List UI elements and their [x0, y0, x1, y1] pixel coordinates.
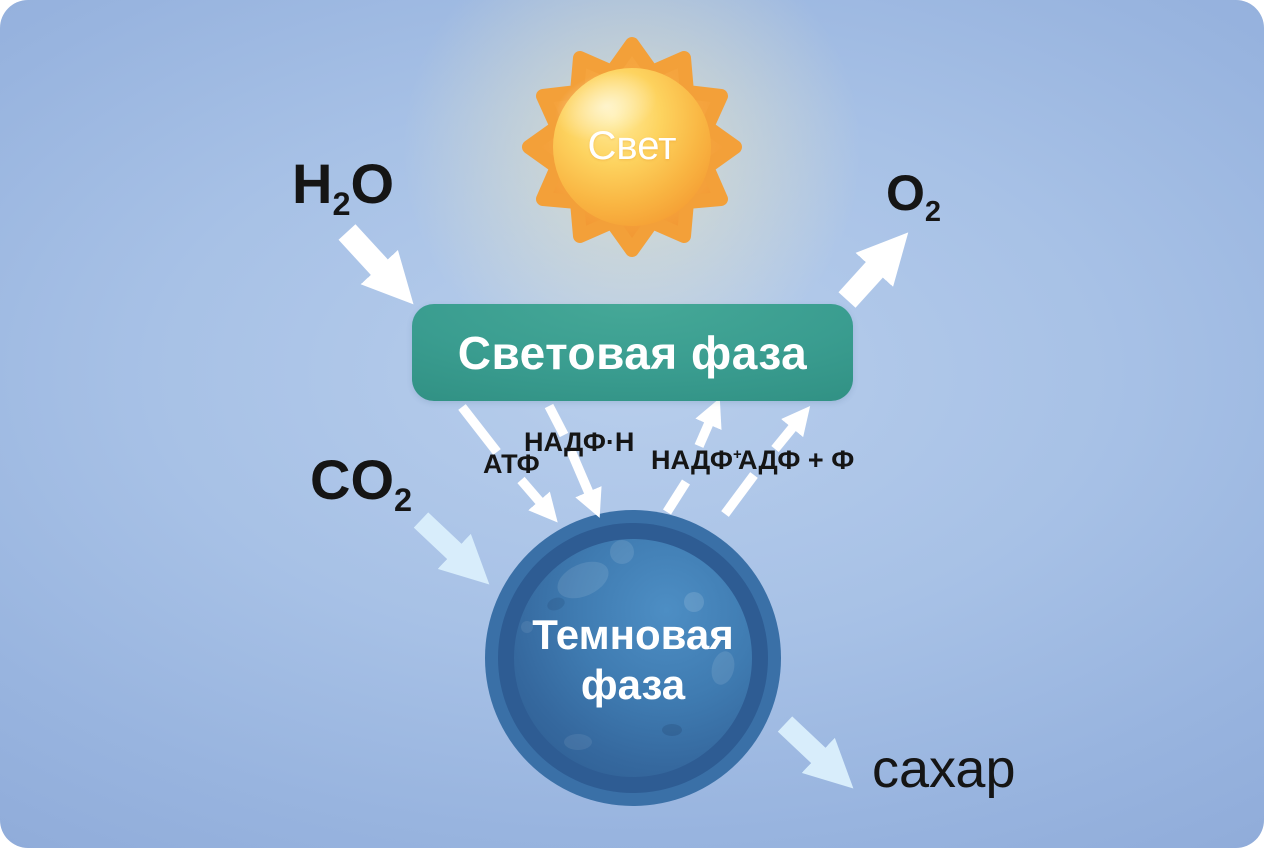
- h2o-subscript: 2: [332, 186, 351, 223]
- arrow-nadf-plus-segment-2: [694, 398, 722, 448]
- light-phase-box: Световая фаза: [412, 304, 853, 401]
- exchange-arrows: [458, 398, 811, 523]
- dark-phase-label-line1: Темновая: [532, 611, 734, 658]
- arrow-light-phase-to-o2: [838, 232, 909, 308]
- arrow-adf-f-segment-2: [771, 406, 811, 453]
- arrow-h2o-to-light-phase: [338, 224, 414, 305]
- arrow-dark-phase-to-sugar: [777, 716, 854, 789]
- arrow-nadfh-segment-2: [566, 449, 602, 518]
- arrow-nadf-plus-segment-1: [662, 479, 691, 515]
- arrow-adf-f-segment-1: [721, 472, 758, 517]
- o2-subscript: 2: [924, 196, 942, 228]
- atf-label: АТФ: [483, 449, 540, 479]
- arrow-atf-segment-1: [458, 404, 501, 455]
- dark-phase-label-line2: фаза: [580, 661, 686, 708]
- nadf-plus-label: НАДФ+: [651, 445, 742, 475]
- sugar-label: сахар: [872, 739, 1016, 799]
- h2o-label: H2O: [292, 152, 395, 223]
- dark-phase-label: Темновая фаза: [493, 610, 773, 710]
- o2-label: O2: [886, 165, 942, 228]
- dark-phase-sphere: [485, 510, 781, 806]
- arrow-atf-segment-2: [517, 476, 558, 523]
- arrow-nadfh-segment-1: [544, 403, 569, 438]
- co2-label: CO2: [310, 448, 413, 519]
- sphere-craters: [521, 540, 735, 750]
- arrow-co2-to-dark-phase: [413, 512, 490, 585]
- adf-f-label: АДФ + Ф: [738, 445, 855, 475]
- sphere-surface: [514, 539, 752, 777]
- sun-label: Свет: [587, 124, 677, 168]
- sun-highlight: [555, 71, 657, 141]
- main-arrows: [338, 224, 909, 789]
- co2-subscript: 2: [394, 482, 413, 519]
- nadf-plus-superscript: +: [732, 447, 742, 463]
- light-phase-label: Световая фаза: [457, 326, 808, 379]
- nadfh-label: НАДФ·Н: [524, 427, 635, 457]
- sun-icon: [522, 37, 742, 257]
